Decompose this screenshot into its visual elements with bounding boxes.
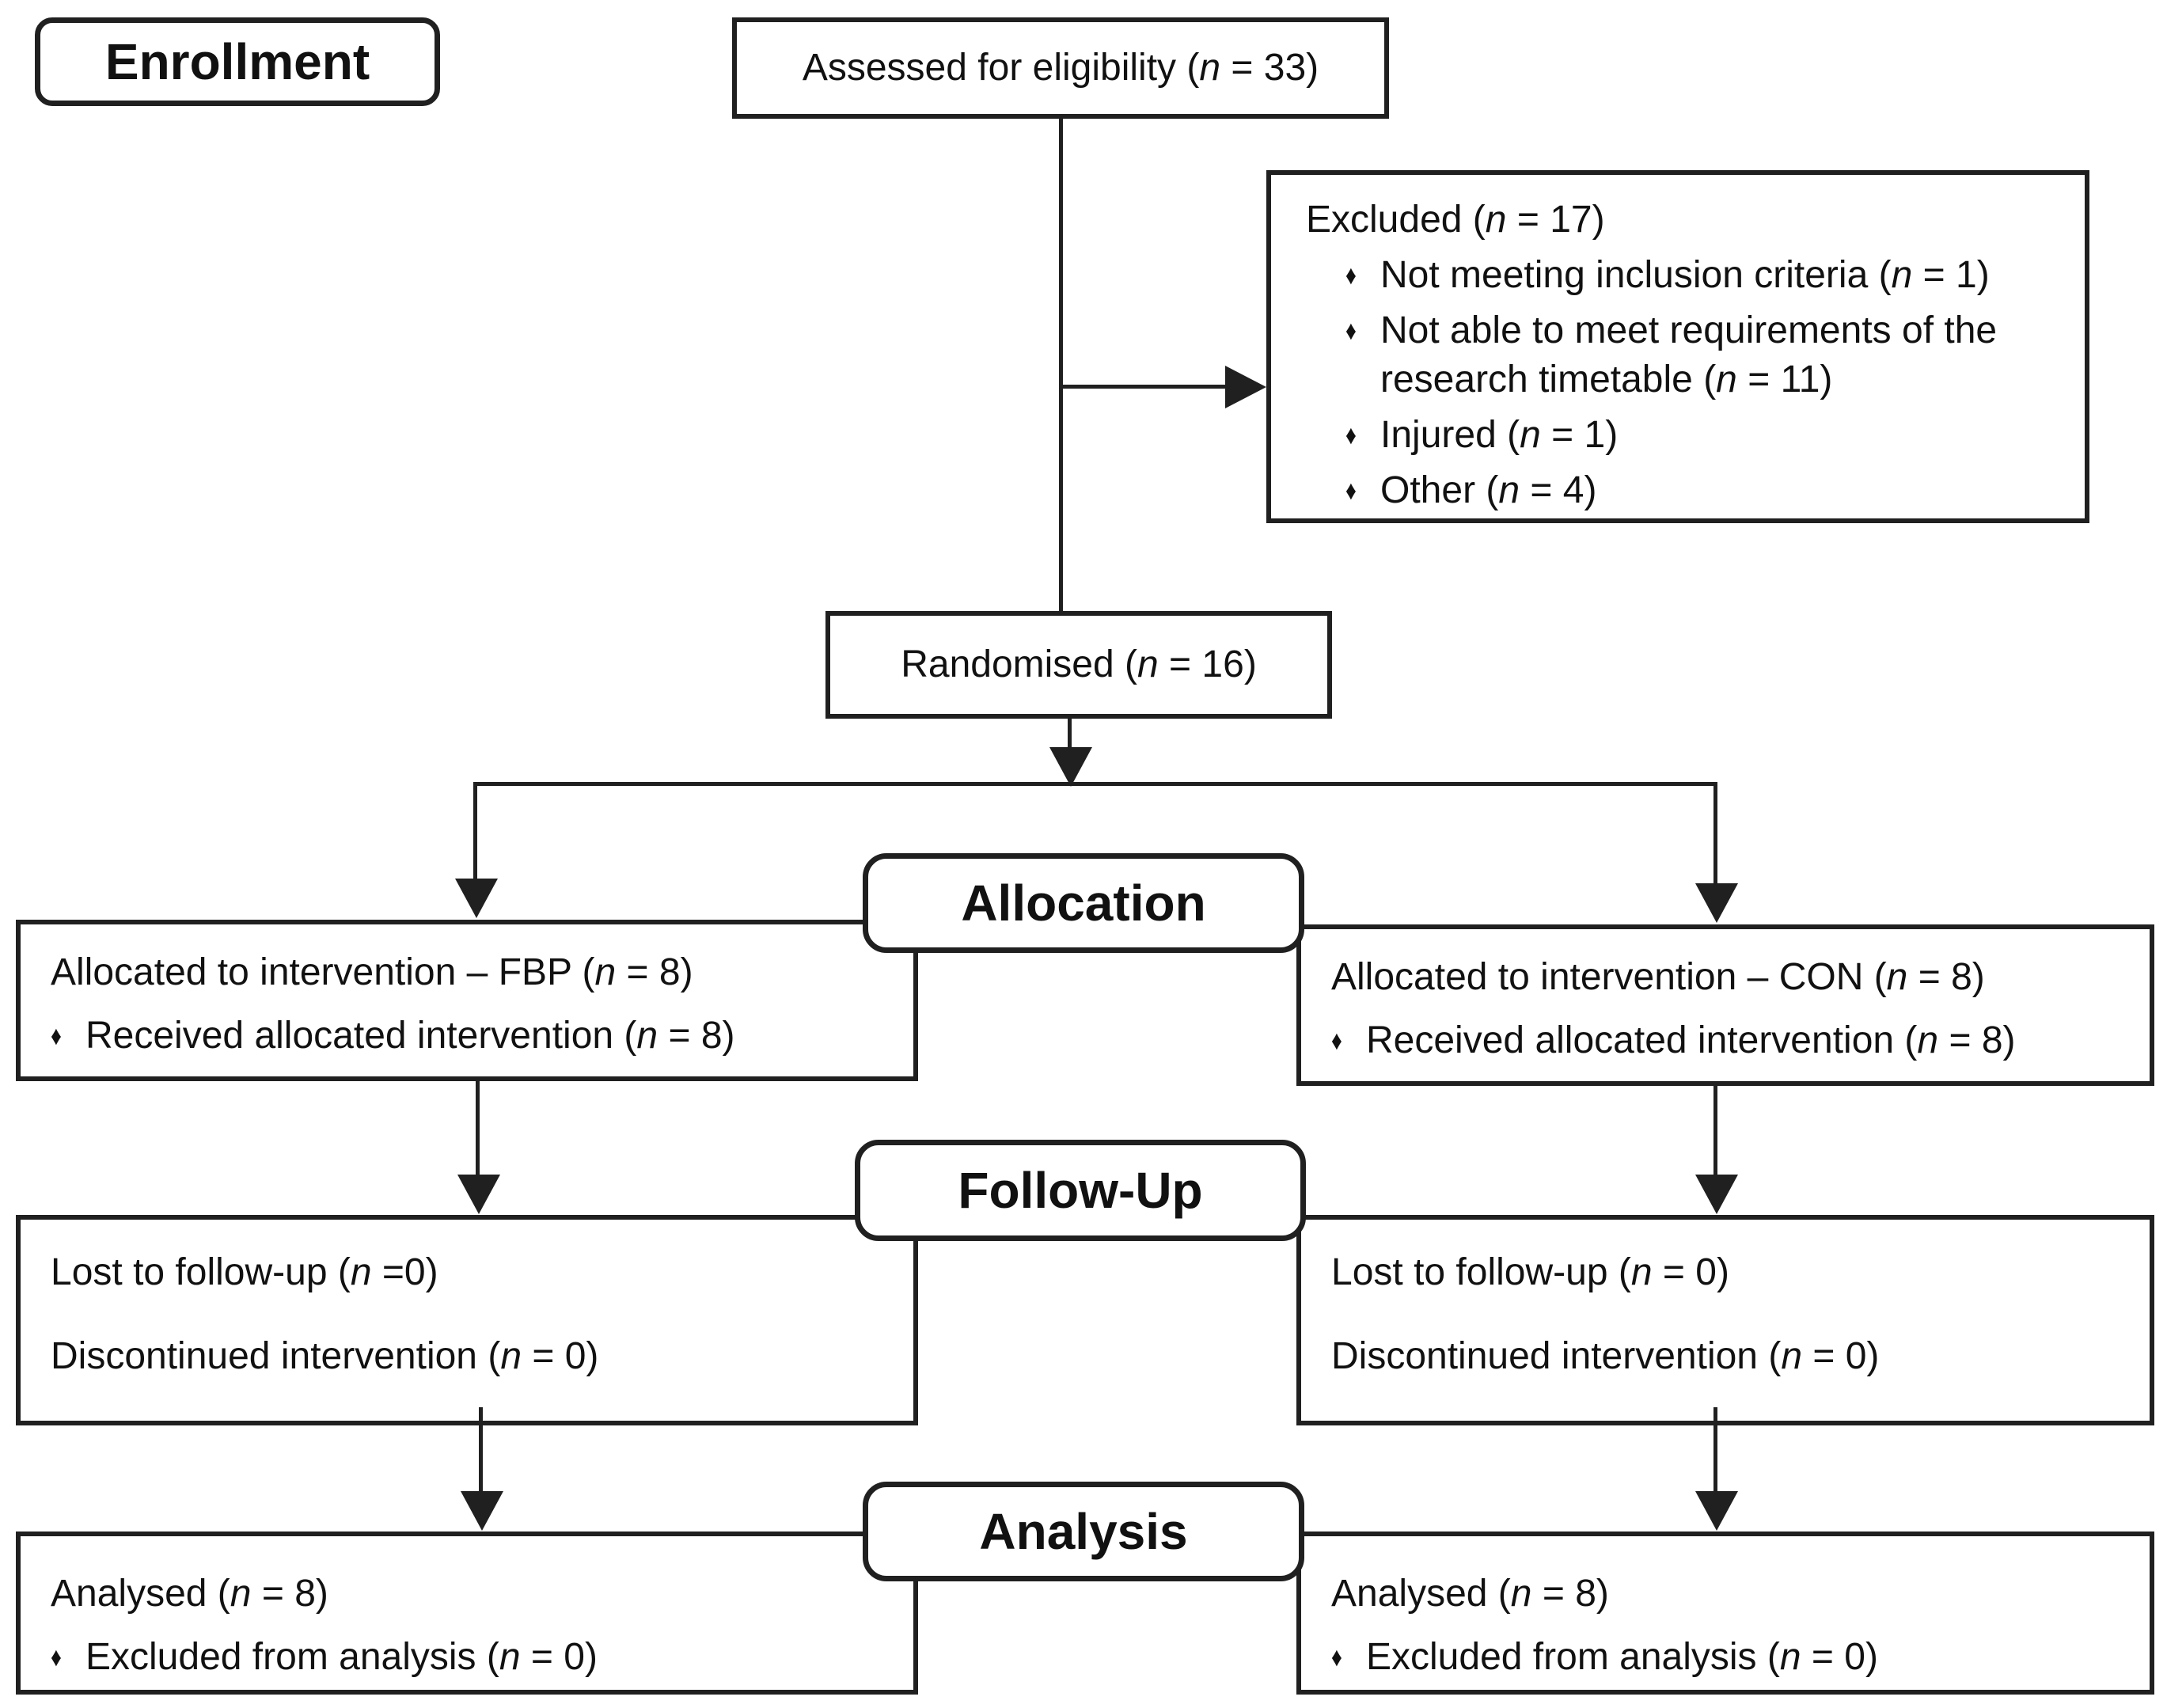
bullet-diamond-icon: ♦	[51, 1021, 62, 1051]
arrowhead-down-icon	[1695, 1175, 1738, 1214]
analysis-left-box: Analysed (n = 8) ♦ Excluded from analysi…	[16, 1532, 918, 1695]
analysis-header-label: Analysis	[979, 1503, 1188, 1560]
analysis-left-title: Analysed (n = 8)	[51, 1573, 328, 1615]
allocation-left-title: Allocated to intervention – FBP (n = 8)	[51, 951, 693, 993]
excluded-title: Excluded (n = 17)	[1306, 199, 1605, 241]
connector-branch-line	[473, 782, 1717, 786]
excluded-bullet-text: Other (n = 4)	[1380, 469, 1597, 511]
bullet-diamond-icon: ♦	[1345, 420, 1357, 450]
analysis-right-title: Analysed (n = 8)	[1331, 1573, 1609, 1615]
excluded-bullet-item: ♦ Injured (n = 1)	[1345, 411, 2056, 460]
bullet-diamond-icon: ♦	[1345, 316, 1357, 346]
allocation-right-bullet-text: Received allocated intervention (n = 8)	[1366, 1019, 2016, 1061]
allocation-left-bullet-text: Received allocated intervention (n = 8)	[85, 1015, 735, 1057]
analysis-right-bullet-text: Excluded from analysis (n = 0)	[1366, 1636, 1878, 1678]
allocation-header-label: Allocation	[961, 875, 1206, 932]
assessed-text: Assessed for eligibility (n = 33)	[802, 47, 1319, 89]
followup-right-box: Lost to follow-up (n = 0) Discontinued i…	[1296, 1215, 2154, 1425]
analysis-header-box: Analysis	[863, 1482, 1304, 1581]
bullet-diamond-icon: ♦	[1331, 1026, 1342, 1056]
arrowhead-down-icon	[461, 1491, 503, 1531]
excluded-bullet-item: ♦ Not meeting inclusion criteria (n = 1)	[1345, 251, 2056, 300]
excluded-box: Excluded (n = 17) ♦ Not meeting inclusio…	[1266, 170, 2089, 523]
connector-branch-to-allocation-right	[1713, 782, 1717, 885]
bullet-diamond-icon: ♦	[1345, 260, 1357, 290]
allocation-right-box: Allocated to intervention – CON (n = 8) …	[1296, 924, 2154, 1086]
excluded-bullet-text: Not able to meet requirements of the res…	[1380, 309, 1998, 400]
excluded-bullet-item: ♦ Other (n = 4)	[1345, 466, 2056, 515]
randomised-box: Randomised (n = 16)	[825, 611, 1332, 719]
analysis-right-bullet: ♦ Excluded from analysis (n = 0)	[1331, 1633, 2127, 1682]
arrowhead-down-icon	[457, 1175, 500, 1214]
allocation-right-title: Allocated to intervention – CON (n = 8)	[1331, 956, 1985, 998]
excluded-bullet-item: ♦ Not able to meet requirements of the r…	[1345, 306, 2056, 404]
followup-left-box: Lost to follow-up (n =0) Discontinued in…	[16, 1215, 918, 1425]
randomised-text: Randomised (n = 16)	[901, 643, 1257, 685]
followup-right-line: Lost to follow-up (n = 0)	[1331, 1251, 1729, 1293]
arrowhead-right-icon	[1225, 366, 1266, 408]
connector-allocation-to-followup-right	[1713, 1086, 1717, 1178]
assessed-box: Assessed for eligibility (n = 33)	[732, 17, 1389, 119]
allocation-left-box: Allocated to intervention – FBP (n = 8) …	[16, 920, 918, 1081]
connector-assessed-to-randomised	[1059, 116, 1063, 613]
connector-followup-to-analysis-left	[479, 1407, 483, 1494]
analysis-left-bullet-text: Excluded from analysis (n = 0)	[85, 1636, 598, 1678]
excluded-bullet-text: Injured (n = 1)	[1380, 414, 1619, 456]
analysis-left-bullet: ♦ Excluded from analysis (n = 0)	[51, 1633, 891, 1682]
followup-left-line: Discontinued intervention (n = 0)	[51, 1335, 599, 1377]
followup-right-line: Discontinued intervention (n = 0)	[1331, 1335, 1880, 1377]
connector-to-excluded	[1059, 385, 1227, 389]
followup-left-line: Lost to follow-up (n =0)	[51, 1251, 438, 1293]
arrowhead-down-icon	[1695, 883, 1738, 923]
connector-followup-to-analysis-right	[1713, 1407, 1717, 1494]
connector-allocation-to-followup-left	[476, 1081, 480, 1178]
bullet-diamond-icon: ♦	[1345, 476, 1357, 506]
allocation-left-bullet: ♦ Received allocated intervention (n = 8…	[51, 1012, 891, 1061]
bullet-diamond-icon: ♦	[51, 1642, 62, 1672]
excluded-bullet-text: Not meeting inclusion criteria (n = 1)	[1380, 254, 1990, 296]
arrowhead-down-icon	[455, 879, 498, 918]
bullet-diamond-icon: ♦	[1331, 1642, 1342, 1672]
connector-branch-to-allocation-left	[473, 782, 477, 882]
arrowhead-down-icon	[1695, 1491, 1738, 1531]
enrollment-header-label: Enrollment	[104, 33, 370, 90]
followup-header-box: Follow-Up	[855, 1140, 1306, 1241]
analysis-right-box: Analysed (n = 8) ♦ Excluded from analysi…	[1296, 1532, 2154, 1695]
arrowhead-down-icon	[1049, 747, 1092, 787]
connector-randomised-to-branch	[1068, 715, 1072, 750]
allocation-right-bullet: ♦ Received allocated intervention (n = 8…	[1331, 1016, 2127, 1065]
allocation-header-box: Allocation	[863, 853, 1304, 953]
followup-header-label: Follow-Up	[958, 1162, 1203, 1219]
enrollment-header-box: Enrollment	[35, 17, 440, 106]
